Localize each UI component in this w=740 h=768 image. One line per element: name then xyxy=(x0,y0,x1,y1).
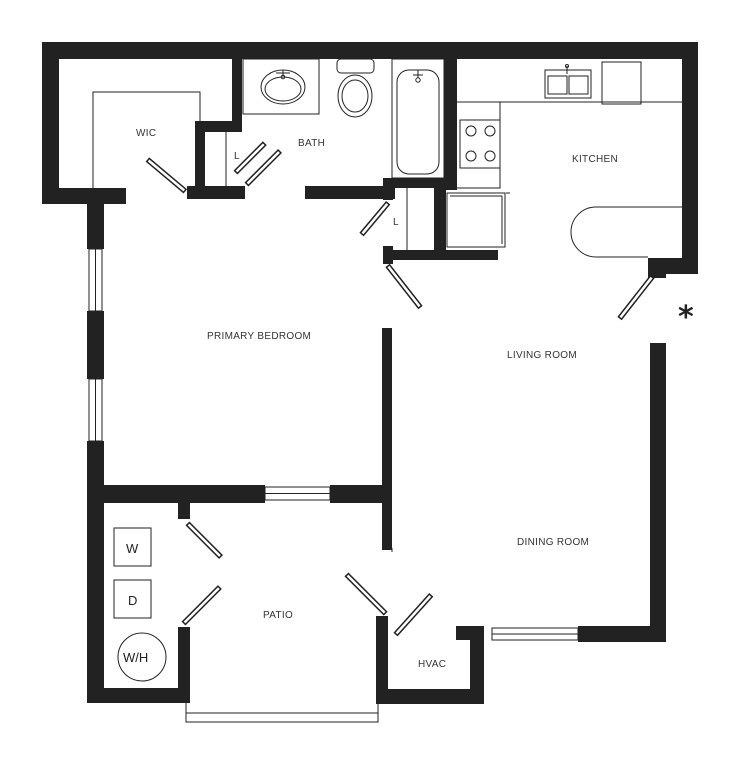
fixtures xyxy=(92,58,682,682)
dishwasher xyxy=(446,192,510,248)
hvac-label: HVAC xyxy=(418,659,446,670)
water-heater-circle xyxy=(117,632,167,682)
dryer-label: D xyxy=(128,593,137,608)
living-room-label: LIVING ROOM xyxy=(507,350,577,361)
patio-label: PATIO xyxy=(263,610,293,621)
dryer-box xyxy=(113,579,152,619)
kitchen-sink xyxy=(544,64,592,99)
labels: WIC BATH KITCHEN PRIMARY BEDROOM LIVING … xyxy=(123,128,694,670)
bath-linen-label: L xyxy=(234,151,240,162)
kitchen-bar xyxy=(570,206,682,258)
bath-label: BATH xyxy=(298,138,325,149)
kitchen-label: KITCHEN xyxy=(572,154,618,165)
wic-label: WIC xyxy=(136,128,156,139)
hvac-door xyxy=(393,592,434,637)
bathtub xyxy=(391,58,445,179)
bath-linen-door-b xyxy=(244,148,283,187)
laundry-door-bottom xyxy=(181,585,222,626)
wic-shelf xyxy=(92,91,201,188)
bath-linen-door-a xyxy=(233,141,267,175)
bath-toilet xyxy=(336,58,375,118)
refrigerator xyxy=(601,61,642,105)
laundry-door-top xyxy=(185,521,224,560)
water-heater-label: W/H xyxy=(123,650,148,665)
hall-linen-label: L xyxy=(393,217,399,228)
entry-door xyxy=(617,274,655,321)
dining-room-label: DINING ROOM xyxy=(517,537,589,548)
bedroom-door xyxy=(385,263,423,310)
patio-door xyxy=(344,572,388,616)
hall-linen-door xyxy=(359,201,391,237)
washer-label: W xyxy=(126,541,139,556)
primary-bedroom-label: PRIMARY BEDROOM xyxy=(207,331,311,342)
stove xyxy=(459,119,501,169)
doors xyxy=(145,141,655,637)
wic-door xyxy=(145,157,188,194)
bath-sink xyxy=(242,58,320,115)
entry-marker: * xyxy=(678,300,694,335)
walls xyxy=(42,42,698,704)
washer-box xyxy=(113,527,152,567)
windows xyxy=(88,248,579,723)
